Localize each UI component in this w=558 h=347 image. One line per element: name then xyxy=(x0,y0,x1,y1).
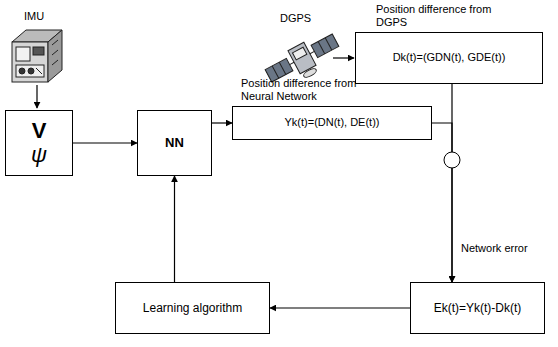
box-heading: Position difference from DGPS xyxy=(376,3,494,31)
imu-device xyxy=(12,30,62,82)
box-text: Dk(t)=(GDN(t), GDE(t)) xyxy=(393,51,506,64)
summing-junction xyxy=(444,152,460,168)
box-text: Learning algorithm xyxy=(143,301,242,315)
device-label: IMU xyxy=(24,10,44,23)
box-text: ψ xyxy=(31,143,47,167)
process-box: NN xyxy=(137,110,212,176)
box-text: Ek(t)=Yk(t)-Dk(t) xyxy=(434,301,522,315)
box-text: V xyxy=(32,119,47,143)
signal-label: Network error xyxy=(461,242,528,255)
imu-arrow xyxy=(36,85,37,108)
algorithm-box: Learning algorithm xyxy=(115,282,270,334)
output-box: Position difference from Neural NetworkY… xyxy=(232,106,432,140)
connector-arrow xyxy=(73,142,137,143)
connector-arrow xyxy=(432,123,452,282)
error-box: Ek(t)=Yk(t)-Dk(t) xyxy=(410,282,545,334)
box-text: NN xyxy=(165,135,184,151)
dgps-arrow xyxy=(333,57,354,58)
connector-arrow xyxy=(270,307,410,308)
connector-arrow xyxy=(174,176,175,282)
input-box: Vψ xyxy=(5,110,73,176)
reference-box: Position difference from DGPSDk(t)=(GDN(… xyxy=(355,32,543,84)
connector-arrow xyxy=(212,122,232,123)
connector-arrow xyxy=(451,84,452,282)
device-label: DGPS xyxy=(280,12,311,25)
box-text: Yk(t)=(DN(t), DE(t)) xyxy=(284,116,379,129)
